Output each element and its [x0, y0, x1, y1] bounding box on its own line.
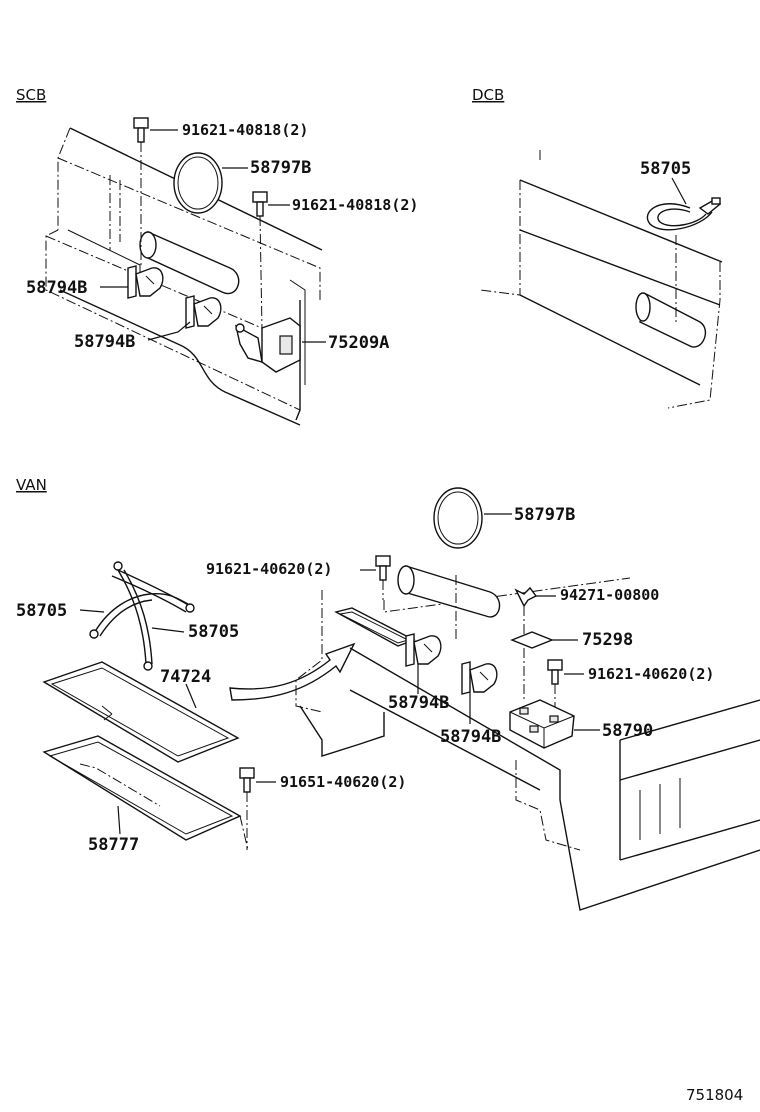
- callout-van-bolt-b: 91621-40620(2): [588, 665, 714, 683]
- van-bolt-b-icon: [547, 659, 563, 710]
- callout-van-bolt-a: 91621-40620(2): [206, 560, 332, 578]
- section-label-scb: SCB: [16, 86, 46, 104]
- section-label-van: VAN: [16, 476, 47, 494]
- section-label-dcb: DCB: [472, 86, 504, 104]
- van-cover-icon: [42, 735, 249, 851]
- dcb-hose-icon: [646, 197, 722, 231]
- scb-bracket-icon: [234, 317, 301, 373]
- van-hose-b-icon: [89, 592, 189, 639]
- scb-panel-drawing: [45, 117, 323, 426]
- callout-scb-bolt-mid: 91621-40818(2): [292, 196, 418, 214]
- callout-van-wingnut: 94271-00800: [560, 586, 659, 604]
- callout-van-cover: 58777: [88, 835, 139, 855]
- callout-van-gasket: 74724: [160, 667, 211, 687]
- van-box-icon: [509, 699, 575, 749]
- callout-van-box: 58790: [602, 721, 653, 741]
- diagram-code: 751804: [686, 1086, 743, 1104]
- van-gasket-icon: [42, 661, 240, 763]
- van-body-drawing: [295, 565, 760, 911]
- dcb-panel-drawing: [479, 150, 723, 409]
- van-clip-b-icon: [461, 661, 498, 695]
- callout-van-clip-a: 58794B: [388, 693, 449, 713]
- van-bolt-c-icon: [239, 767, 255, 850]
- callout-scb-bolt-top: 91621-40818(2): [182, 121, 308, 139]
- callout-van-hose-a: 58705: [16, 601, 67, 621]
- callout-van-plate: 75298: [582, 630, 633, 650]
- callout-van-bolt-c: 91651-40620(2): [280, 773, 406, 791]
- scb-clip-b-icon: [185, 295, 222, 329]
- van-clip-a-icon: [405, 633, 442, 667]
- assembly-arrow-icon: [229, 642, 356, 701]
- callout-scb-clip-a: 58794B: [26, 278, 87, 298]
- callout-dcb-hose: 58705: [640, 159, 691, 179]
- van-plate-icon: [510, 631, 554, 700]
- callout-van-clip-b: 58794B: [440, 727, 501, 747]
- callout-van-ring: 58797B: [514, 505, 575, 525]
- scb-bolt-mid-icon: [252, 191, 268, 331]
- van-bolt-a-icon: [375, 555, 391, 600]
- callout-van-hose-b: 58705: [188, 622, 239, 642]
- callout-scb-clip-b: 58794B: [74, 332, 135, 352]
- callout-scb-ring: 58797B: [250, 158, 311, 178]
- callout-scb-bracket: 75209A: [328, 333, 389, 353]
- van-ring-icon: [433, 487, 483, 549]
- van-wingnut-icon: [514, 586, 538, 640]
- van-hose-a-icon: [111, 561, 195, 671]
- scb-bolt-top-icon: [133, 117, 149, 268]
- scb-clip-a-icon: [127, 265, 164, 299]
